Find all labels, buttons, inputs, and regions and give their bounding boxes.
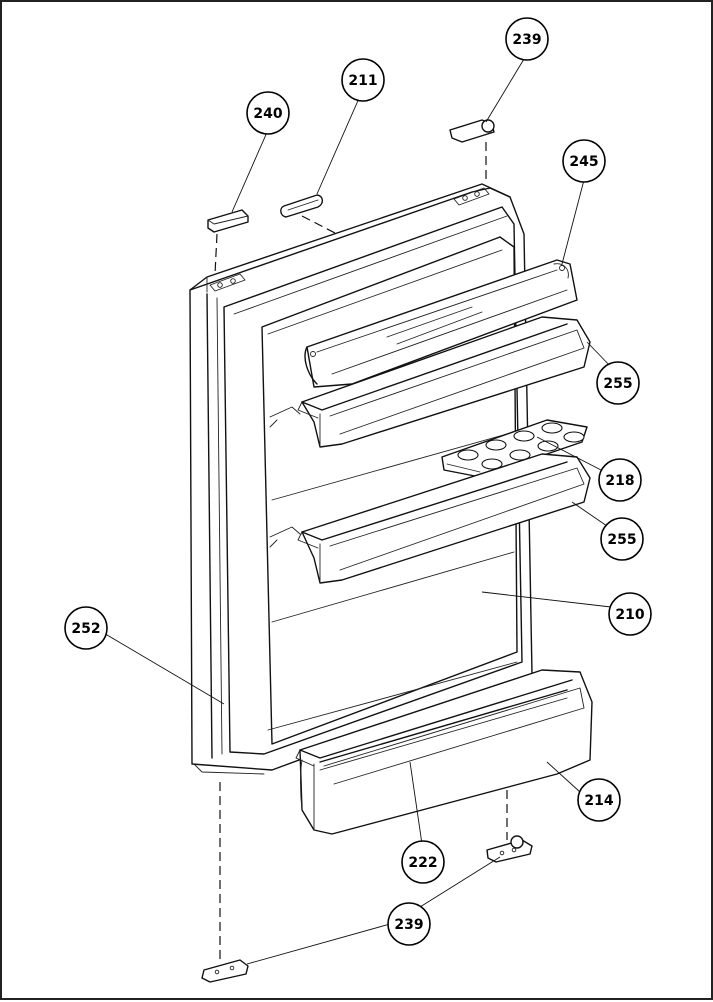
bottle-shelf-214 [295,669,593,835]
door-shelf-lower-255 [297,453,591,584]
door-frame [189,183,533,775]
callout-label: 211 [348,73,377,89]
leader-lines [101,53,615,965]
callout-245: 245 [562,139,606,183]
callout-210: 210 [608,592,652,636]
callout-255-upper: 255 [596,361,640,405]
callout-label: 239 [512,32,541,48]
door-shelf-upper-255 [297,316,591,448]
callout-label: 214 [584,793,613,809]
callout-218: 218 [598,458,642,502]
callout-label: 255 [603,376,632,392]
callout-label: 252 [71,621,100,637]
hinge-239-lower-left [201,959,249,983]
cover-211 [280,194,324,218]
callout-label: 210 [615,607,644,623]
callout-label: 222 [408,855,437,871]
callout-252: 252 [64,606,108,650]
callout-222: 222 [401,840,445,884]
hinge-cover-240 [207,209,249,233]
callout-255-lower: 255 [600,517,644,561]
callout-label: 218 [605,473,634,489]
hinge-239-top [449,119,495,143]
callout-label: 245 [569,154,598,170]
callout-214: 214 [577,778,621,822]
hinge-239-lower-right [486,835,533,863]
egg-tray-218 [441,419,588,478]
callout-211: 211 [341,58,385,102]
callout-label: 240 [253,106,282,122]
callout-240: 240 [246,91,290,135]
dairy-compartment-245 [304,259,578,388]
callout-239-bottom: 239 [387,902,431,946]
callout-label: 255 [607,532,636,548]
callout-label: 239 [394,917,423,933]
callout-239-top: 239 [505,17,549,61]
assembly-lines [214,142,508,962]
